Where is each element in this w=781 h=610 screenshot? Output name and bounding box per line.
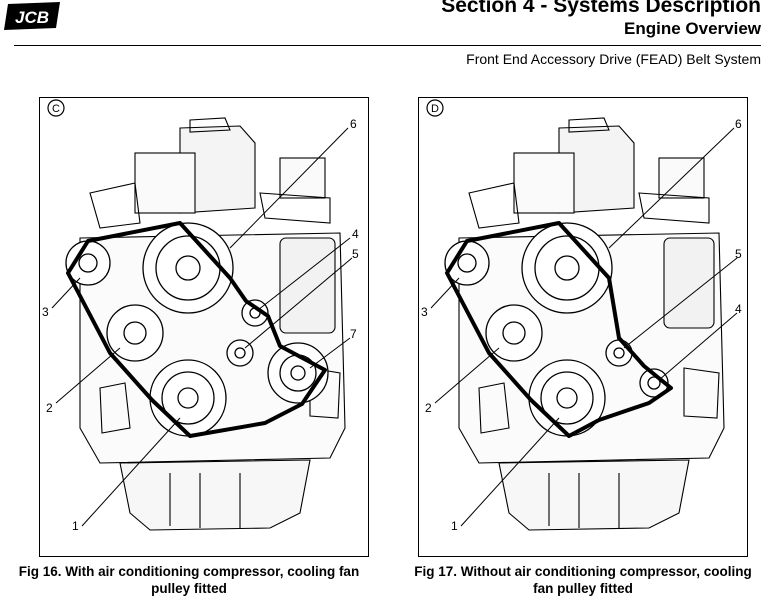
figure-17-caption: Fig 17. Without air conditioning compres… <box>398 563 768 597</box>
engine-diagram-with-ac: C <box>42 99 359 533</box>
callout-5: 5 <box>352 247 359 261</box>
header-rule <box>14 45 761 46</box>
logo-text: JCB <box>15 8 49 27</box>
callout-1: 1 <box>451 519 458 533</box>
callout-6: 6 <box>735 117 742 131</box>
callout-1: 1 <box>72 519 79 533</box>
callout-5: 5 <box>735 247 742 261</box>
jcb-logo: JCB <box>4 2 60 30</box>
pulleys <box>65 222 329 437</box>
caption-line: Fig 16. With air conditioning compressor… <box>18 564 360 579</box>
callout-6: 6 <box>350 117 357 131</box>
figure-17-panel: D <box>418 97 748 557</box>
engine-outline <box>458 117 725 531</box>
section-subtitle: Front End Accessory Drive (FEAD) Belt Sy… <box>466 51 761 67</box>
callout-3: 3 <box>421 305 428 319</box>
fead-belt <box>66 221 327 438</box>
callout-7: 7 <box>350 327 357 341</box>
pulleys <box>444 222 669 437</box>
callout-4: 4 <box>735 302 742 316</box>
callout-3: 3 <box>42 305 49 319</box>
callout-4: 4 <box>352 227 359 241</box>
figure-16-caption: Fig 16. With air conditioning compressor… <box>4 563 374 597</box>
fead-belt <box>445 221 673 438</box>
caption-line: fan pulley fitted <box>533 581 633 596</box>
callout-2: 2 <box>425 401 432 415</box>
panel-label: C <box>52 103 60 115</box>
sub-title: Engine Overview <box>624 19 761 38</box>
caption-line: Fig 17. Without air conditioning compres… <box>414 564 752 579</box>
engine-diagram-without-ac: D <box>421 99 742 533</box>
caption-line: pulley fitted <box>151 581 227 596</box>
figure-16-panel: C <box>39 97 369 557</box>
callout-2: 2 <box>46 401 53 415</box>
section-title: Section 4 - Systems Description <box>441 0 761 17</box>
engine-outline <box>79 117 346 531</box>
panel-label: D <box>431 103 439 115</box>
